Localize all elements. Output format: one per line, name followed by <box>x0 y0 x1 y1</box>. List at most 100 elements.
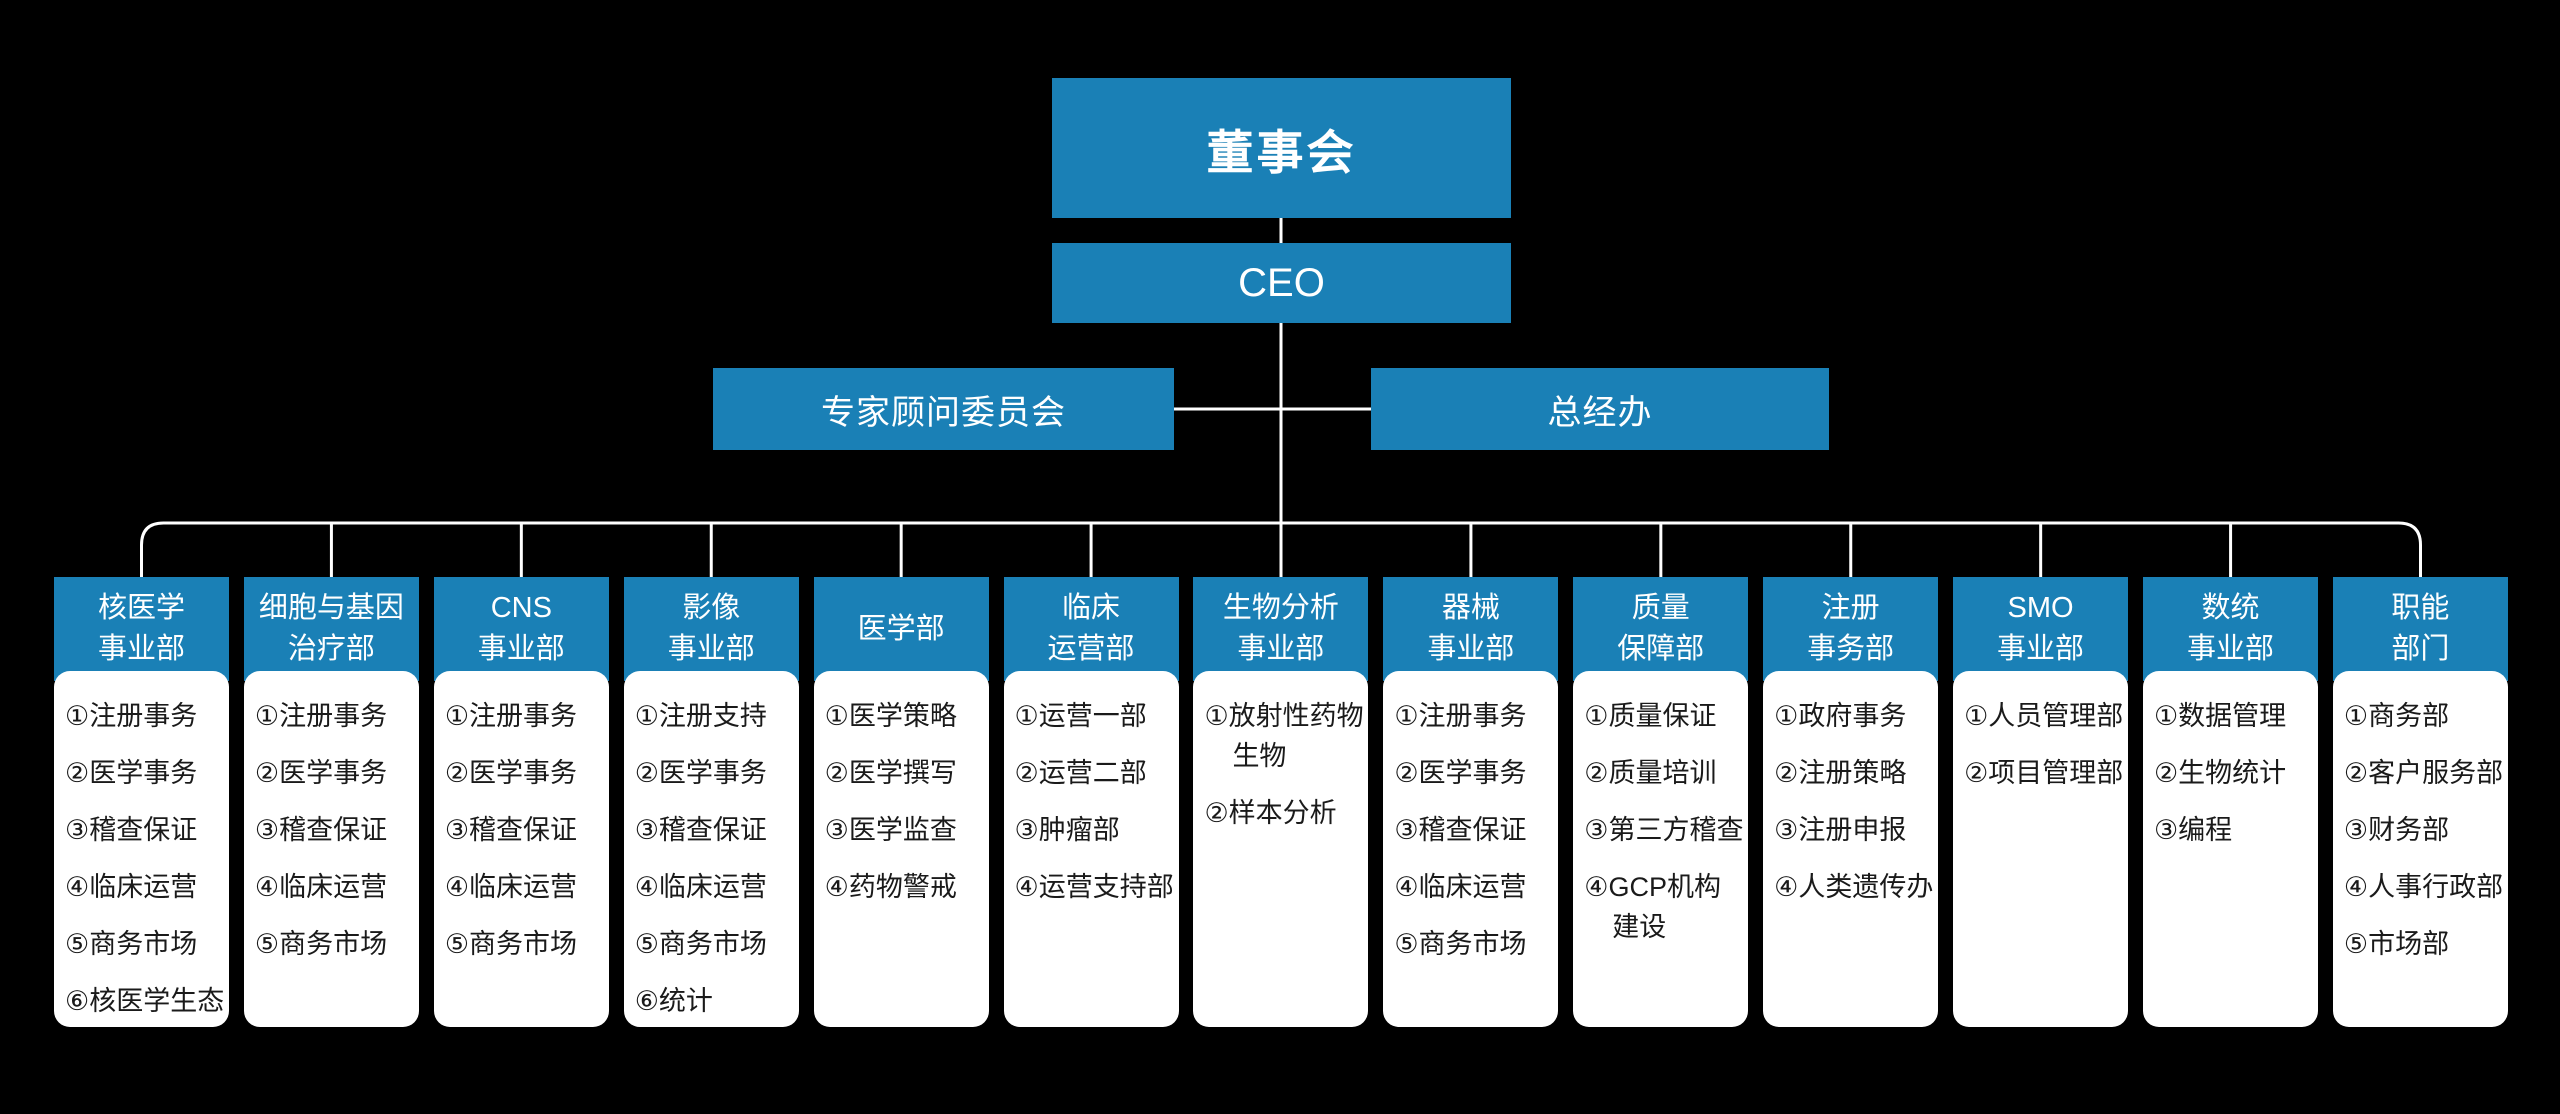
advisory-committee-box: 专家顾问委员会 <box>713 368 1174 450</box>
department-item: ④运营支持部 <box>1015 867 1175 907</box>
department-item: ③第三方稽查 <box>1584 810 1744 850</box>
department-item-line: ⑥统计 <box>634 986 713 1016</box>
department-item: ①数据管理 <box>2154 696 2314 736</box>
department-item: ③稽查保证 <box>445 810 605 850</box>
department-header-line: 部门 <box>2391 633 2450 665</box>
department-header-line: 事业部 <box>1237 633 1325 665</box>
department-header-line: 事业部 <box>1427 633 1515 665</box>
department-item-line: ⑤商务市场 <box>444 929 578 959</box>
department-item-line: ③财务部 <box>2343 815 2450 845</box>
department-item: ③医学监查 <box>825 810 985 850</box>
department-header-line: 质量 <box>1631 592 1690 624</box>
department-item: ④临床运营 <box>445 867 605 907</box>
department-item-line: ①运营一部 <box>1014 701 1147 731</box>
department-item-line: ③稽查保证 <box>444 815 578 845</box>
department-header-line: 事业部 <box>2186 633 2274 665</box>
department-header-line: 事业部 <box>477 633 565 665</box>
department-item: ②注册策略 <box>1774 753 1934 793</box>
department-item-line: ②客户服务部 <box>2343 758 2504 788</box>
department-column: 数统事业部 ①数据管理 ②生物统计 ③编程 <box>2142 577 2318 1027</box>
department-item: ③编程 <box>2154 810 2314 850</box>
department-header-line: 医学部 <box>857 612 945 645</box>
department-item-line: ④药物警戒 <box>824 872 957 902</box>
department-column: 生物分析事业部 ①放射性药物生物 ②样本分析 <box>1193 577 1369 1027</box>
department-item: ①政府事务 <box>1774 696 1934 736</box>
department-item: ①注册事务 <box>1394 696 1554 736</box>
department-item-line: ①政府事务 <box>1774 701 1907 731</box>
department-header-line: 细胞与基因 <box>258 592 404 624</box>
department-item: ②医学事务 <box>445 753 605 793</box>
department-item: ③稽查保证 <box>635 810 795 850</box>
department-item-line: ⑤商务市场 <box>254 929 388 959</box>
department-header: 质量保障部 <box>1573 577 1749 681</box>
department-item: ②医学撰写 <box>825 753 985 793</box>
department-item: ①注册支持 <box>635 696 795 736</box>
department-item: ②样本分析 <box>1204 793 1364 833</box>
department-column: 影像事业部 ①注册支持 ②医学事务 ③稽查保证 ④临床运营 ⑤商务市场 ⑥统计 <box>623 577 799 1027</box>
department-header-line: 注册 <box>1821 592 1880 624</box>
department-item-line: ③稽查保证 <box>65 815 198 845</box>
department-item: ④GCP机构建设 <box>1584 867 1744 947</box>
department-header-line: 临床 <box>1062 592 1121 624</box>
department-item: ①运营一部 <box>1015 696 1175 736</box>
department-item-line: ④临床运营 <box>65 872 198 902</box>
department-item-line: ④临床运营 <box>634 872 767 902</box>
department-item-line: ④运营支持部 <box>1014 872 1174 902</box>
department-item-line: ②样本分析 <box>1204 798 1337 828</box>
department-header: 核医学事业部 <box>54 577 229 681</box>
department-item: ③稽查保证 <box>1394 810 1554 850</box>
department-items: ①放射性药物生物 ②样本分析 <box>1193 671 1369 1027</box>
department-items: ①注册支持 ②医学事务 ③稽查保证 ④临床运营 ⑤商务市场 ⑥统计 <box>623 671 799 1027</box>
connector-line <box>140 521 2422 577</box>
department-header-line: 数统 <box>2201 592 2260 624</box>
department-item: ④药物警戒 <box>825 867 985 907</box>
department-item-line: ①注册事务 <box>65 701 198 731</box>
department-header-line: 事业部 <box>97 633 185 665</box>
department-item: ③肿瘤部 <box>1015 810 1175 850</box>
department-item-line: ⑤商务市场 <box>65 929 198 959</box>
department-header-line: 治疗部 <box>287 633 375 665</box>
ceo-label: CEO <box>1238 260 1325 305</box>
department-item-line: ②医学事务 <box>1394 758 1527 788</box>
department-item: ②医学事务 <box>635 753 795 793</box>
department-item-line: ②项目管理部 <box>1964 758 2124 788</box>
department-item-line: ①数据管理 <box>2153 701 2287 731</box>
department-header: 器械事业部 <box>1383 577 1559 681</box>
department-item-line: ②质量培训 <box>1584 758 1717 788</box>
department-header-line: 生物分析 <box>1222 592 1339 624</box>
department-header-line: 事业部 <box>667 633 755 665</box>
gm-office-box: 总经办 <box>1371 368 1829 450</box>
department-item: ④临床运营 <box>635 867 795 907</box>
department-item-line: ②医学事务 <box>444 758 578 788</box>
department-item-line: ⑥核医学生态 <box>65 986 225 1016</box>
department-header: 注册事务部 <box>1763 577 1939 681</box>
department-item: ④临床运营 <box>255 867 415 907</box>
department-header-line: 事务部 <box>1807 633 1895 665</box>
department-header: 临床运营部 <box>1003 577 1179 681</box>
department-item-line: ④临床运营 <box>254 872 388 902</box>
department-header-line: 影像 <box>682 592 741 624</box>
department-item-line: ①放射性药物 <box>1204 701 1364 731</box>
department-item-line: ②医学事务 <box>634 758 767 788</box>
department-item-line: 生物 <box>1232 741 1287 771</box>
department-header-line: 职能 <box>2391 592 2450 624</box>
department-header: 职能部门 <box>2332 577 2508 681</box>
department-item: ②客户服务部 <box>2344 753 2504 793</box>
ceo-box: CEO <box>1052 243 1511 323</box>
department-item: ②生物统计 <box>2154 753 2314 793</box>
department-item: ⑤商务市场 <box>635 924 795 964</box>
departments-row: 核医学事业部 ①注册事务 ②医学事务 ③稽查保证 ④临床运营 ⑤商务市场 ⑥核医学生态 细胞与… <box>54 577 2508 1027</box>
department-item: ③注册申报 <box>1774 810 1934 850</box>
